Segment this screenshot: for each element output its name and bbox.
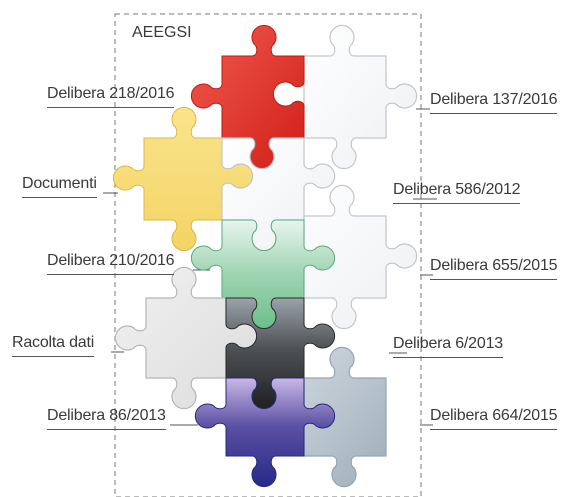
label-raccolta-dati[interactable]: Racolta dati (12, 334, 94, 357)
diagram-title: AEEGSI (132, 24, 192, 41)
label-delibera-210-2016[interactable]: Delibera 210/2016 (47, 252, 175, 275)
puzzle-piece-white-top-right (303, 24, 418, 170)
label-delibera-655-2015[interactable]: Delibera 655/2015 (430, 257, 558, 280)
label-delibera-6-2013[interactable]: Delibera 6/2013 (393, 335, 503, 358)
label-delibera-86-2013[interactable]: Delibera 86/2013 (47, 407, 166, 430)
label-delibera-586-2012[interactable]: Delibera 586/2012 (393, 181, 521, 204)
puzzle-piece-purple (194, 377, 336, 488)
label-delibera-664-2015[interactable]: Delibera 664/2015 (430, 407, 558, 430)
label-documenti[interactable]: Documenti (22, 175, 97, 198)
label-delibera-137-2016[interactable]: Delibera 137/2016 (430, 91, 558, 114)
dashed-frame (114, 13, 422, 497)
label-delibera-218-2016[interactable]: Delibera 218/2016 (47, 85, 175, 108)
